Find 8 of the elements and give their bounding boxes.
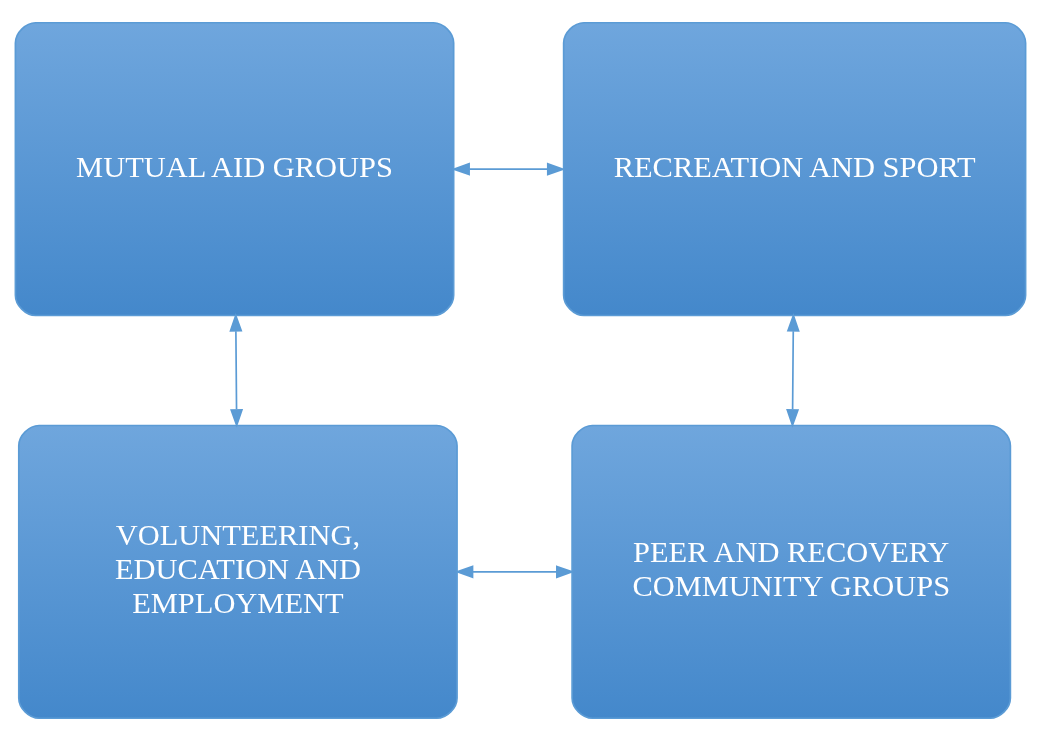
- node-box: RECREATION AND SPORT: [562, 21, 1027, 317]
- arrow: [454, 565, 575, 579]
- arrow: [229, 313, 244, 428]
- node-box: PEER AND RECOVERY COMMUNITY GROUPS: [571, 424, 1012, 720]
- node-box: MUTUAL AID GROUPS: [14, 21, 455, 317]
- arrow: [451, 162, 566, 176]
- node-box: VOLUNTEERING, EDUCATION AND EMPLOYMENT: [17, 424, 458, 720]
- arrow: [786, 313, 800, 428]
